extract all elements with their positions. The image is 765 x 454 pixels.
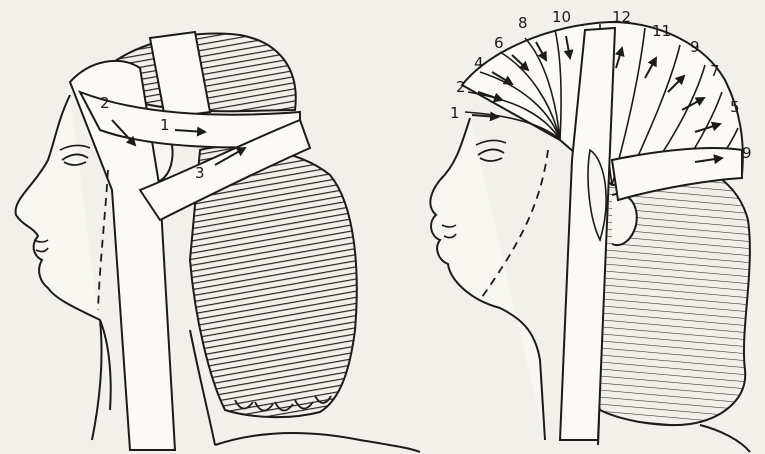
left-label-2: 2 [100, 94, 110, 112]
right-label-12: 12 [612, 8, 631, 26]
left-dashed-jaw [98, 170, 108, 310]
right-label-10: 10 [552, 8, 571, 26]
left-label-3: 3 [195, 164, 205, 182]
right-label-5: 5 [730, 98, 740, 116]
right-figure: 1 2 4 6 8 10 12 11 9 7 5 9 [430, 8, 751, 452]
left-label-1: 1 [160, 116, 170, 134]
right-label-8: 8 [518, 14, 528, 32]
right-label-6: 6 [494, 34, 504, 52]
right-eyebrow [476, 140, 506, 145]
left-figure: 2 1 3 [16, 32, 420, 452]
right-label-9-top: 9 [690, 38, 700, 56]
right-eye [478, 149, 504, 161]
right-label-2: 2 [456, 78, 466, 96]
right-face-profile [430, 118, 545, 440]
right-label-11: 11 [652, 22, 671, 40]
right-label-1: 1 [450, 104, 460, 122]
right-label-7: 7 [710, 62, 720, 80]
right-label-4: 4 [474, 54, 484, 72]
right-label-9-bottom: 9 [742, 144, 752, 162]
